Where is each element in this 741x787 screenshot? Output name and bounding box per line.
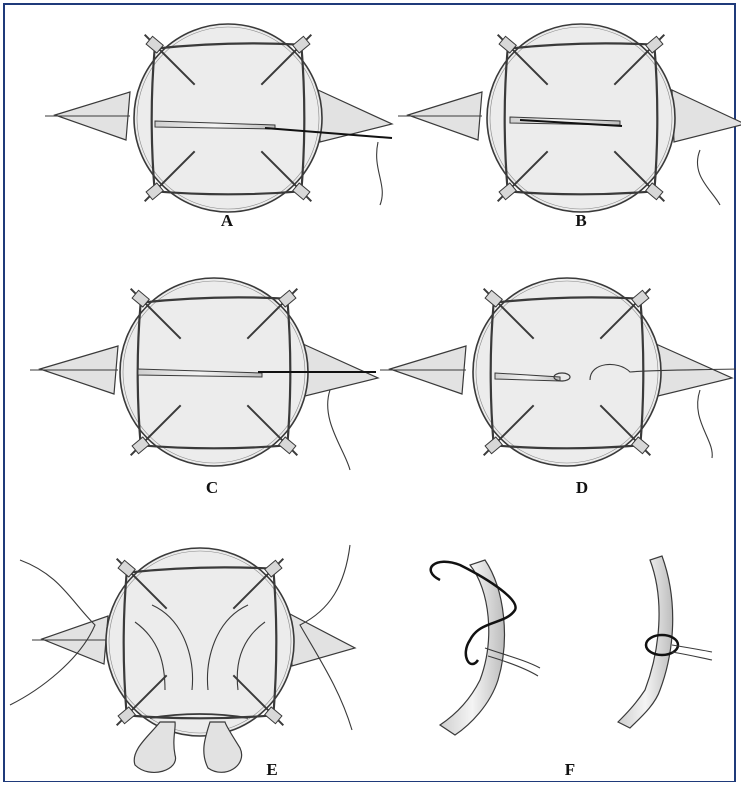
right-flap bbox=[672, 90, 741, 142]
panel-label-b: B bbox=[575, 211, 586, 230]
panel-f bbox=[431, 556, 712, 735]
suture-thread bbox=[377, 142, 383, 205]
panel-label-c: C bbox=[206, 478, 218, 497]
right-flap bbox=[303, 344, 378, 396]
panel-label-e: E bbox=[266, 760, 277, 779]
panel-d bbox=[380, 278, 736, 466]
panel-label-a: A bbox=[221, 211, 234, 230]
suture-thread bbox=[697, 150, 720, 205]
panel-a bbox=[45, 24, 392, 212]
panel-c bbox=[30, 278, 378, 470]
suture-thread bbox=[672, 652, 712, 660]
suture-thread bbox=[698, 390, 713, 458]
panel-label-d: D bbox=[576, 478, 588, 497]
panel-e bbox=[10, 545, 355, 772]
suture-thread bbox=[328, 390, 350, 470]
panel-b bbox=[398, 24, 741, 212]
right-flap bbox=[290, 614, 355, 666]
left-limb bbox=[134, 722, 175, 772]
panel-label-f: F bbox=[565, 760, 575, 779]
